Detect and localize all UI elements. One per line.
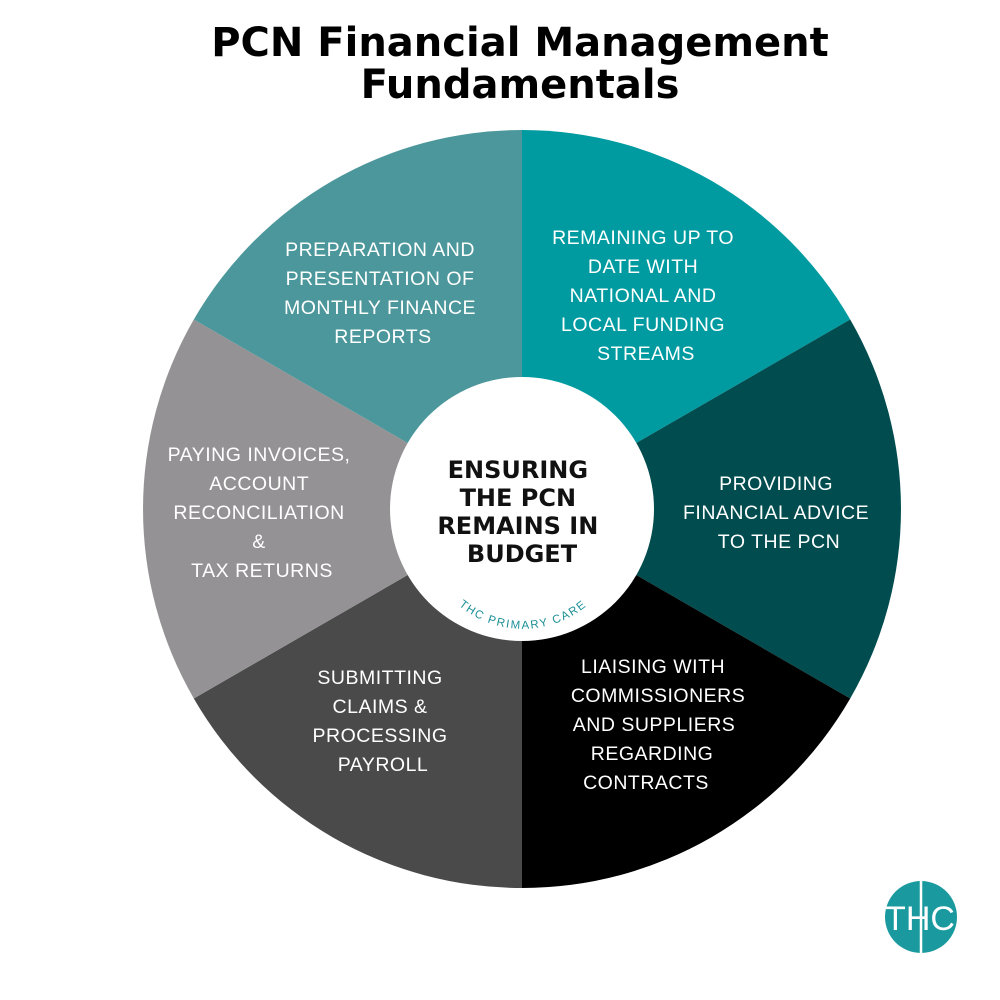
segment-label-line: MONTHLY FINANCE <box>284 297 476 319</box>
segment-label-line: PREPARATION AND <box>285 239 475 261</box>
center-label-line: REMAINS IN <box>437 512 598 540</box>
segment-label-line: FINANCIAL ADVICE <box>683 502 869 524</box>
center-label: ENSURING THE PCN REMAINS IN BUDGET <box>437 456 606 568</box>
segment-label: PAYING INVOICES, ACCOUNT RECONCILIATION … <box>168 444 357 582</box>
segment-label: PROVIDING FINANCIAL ADVICE TO THE PCN <box>683 473 875 553</box>
segment-label-line: REGARDING <box>591 743 714 765</box>
segment-label-line: PROVIDING <box>719 473 833 495</box>
center-label-line: BUDGET <box>467 540 578 568</box>
segment-label-line: PRESENTATION OF <box>286 268 475 290</box>
segment-label-line: PAYROLL <box>338 754 429 776</box>
segment-wedge <box>143 319 522 699</box>
segment-label-line: CLAIMS & <box>333 696 428 718</box>
segment-label-line: COMMISSIONERS <box>571 685 745 707</box>
segment-wedge <box>522 319 901 699</box>
segment-label: SUBMITTING CLAIMS & PROCESSING PAYROLL <box>313 667 454 776</box>
segment-label-line: PAYING INVOICES, <box>168 444 351 466</box>
segment-label-line: SUBMITTING <box>317 667 442 689</box>
segment-label-line: REMAINING UP TO <box>552 227 734 249</box>
thc-logo: THC <box>885 880 957 960</box>
segment-label-line: REPORTS <box>334 326 431 348</box>
segment-label-line: TAX RETURNS <box>191 560 333 582</box>
segment-label: LIAISING WITH COMMISSIONERS AND SUPPLIER… <box>571 656 751 794</box>
segment-financial-advice: PROVIDING FINANCIAL ADVICE TO THE PCN <box>522 319 901 699</box>
diagram-title: PCN Financial Management Fundamentals <box>100 22 940 106</box>
segment-label-line: RECONCILIATION <box>173 502 344 524</box>
segment-label-line: & <box>252 531 266 553</box>
logo-text: THC <box>885 900 955 938</box>
segment-label: REMAINING UP TO DATE WITH NATIONAL AND L… <box>552 227 740 365</box>
segment-label-line: ACCOUNT <box>209 473 309 495</box>
segment-label-line: LIAISING WITH <box>581 656 725 678</box>
segment-label-line: CONTRACTS <box>583 772 709 794</box>
segment-label-line: AND SUPPLIERS <box>573 714 736 736</box>
center-label-line: THE PCN <box>460 484 577 512</box>
title-line-1: PCN Financial Management <box>211 20 829 66</box>
center-label-line: ENSURING <box>448 456 588 484</box>
center-hub: ENSURING THE PCN REMAINS IN BUDGET THC P… <box>390 377 654 641</box>
title-line-2: Fundamentals <box>360 62 680 108</box>
segment-label-line: STREAMS <box>597 343 695 365</box>
segment-label-line: LOCAL FUNDING <box>561 314 725 336</box>
segment-label-line: NATIONAL AND <box>570 285 717 307</box>
segment-invoices: PAYING INVOICES, ACCOUNT RECONCILIATION … <box>143 319 522 699</box>
segment-label-line: PROCESSING <box>313 725 448 747</box>
segment-label-line: TO THE PCN <box>718 531 840 553</box>
center-circle <box>390 377 654 641</box>
segment-label: PREPARATION AND PRESENTATION OF MONTHLY … <box>284 239 482 348</box>
segment-label-line: DATE WITH <box>588 256 698 278</box>
